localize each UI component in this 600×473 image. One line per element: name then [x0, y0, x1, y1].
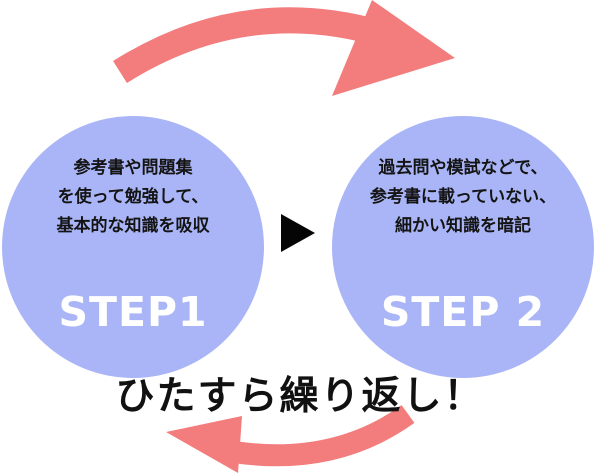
curved-arrow-right-icon: [113, 0, 455, 96]
step2-description: 過去問や模試などで、 参考書に載っていない、 細かい知識を暗記: [332, 154, 594, 241]
step1-line: を使って勉強して、: [57, 187, 209, 207]
curved-arrow-left-icon: [166, 404, 415, 473]
step1-description: 参考書や問題集 を使って勉強して、 基本的な知識を吸収: [2, 154, 264, 241]
repeat-caption: ひたすら繰り返し！: [115, 374, 485, 419]
step2-line: 細かい知識を暗記: [395, 216, 531, 236]
step2-label: STEP 2: [380, 288, 546, 336]
step1-line: 参考書や問題集: [73, 158, 193, 178]
step1-label: STEP1: [58, 288, 208, 336]
play-triangle-icon: [281, 214, 315, 252]
step1-line: 基本的な知識を吸収: [56, 216, 210, 236]
step2-line: 過去問や模試などで、: [378, 158, 548, 178]
step2-circle: 過去問や模試などで、 参考書に載っていない、 細かい知識を暗記 STEP 2: [332, 116, 594, 378]
step2-line: 参考書に載っていない、: [369, 187, 557, 207]
step1-circle: 参考書や問題集 を使って勉強して、 基本的な知識を吸収 STEP1: [2, 116, 264, 378]
